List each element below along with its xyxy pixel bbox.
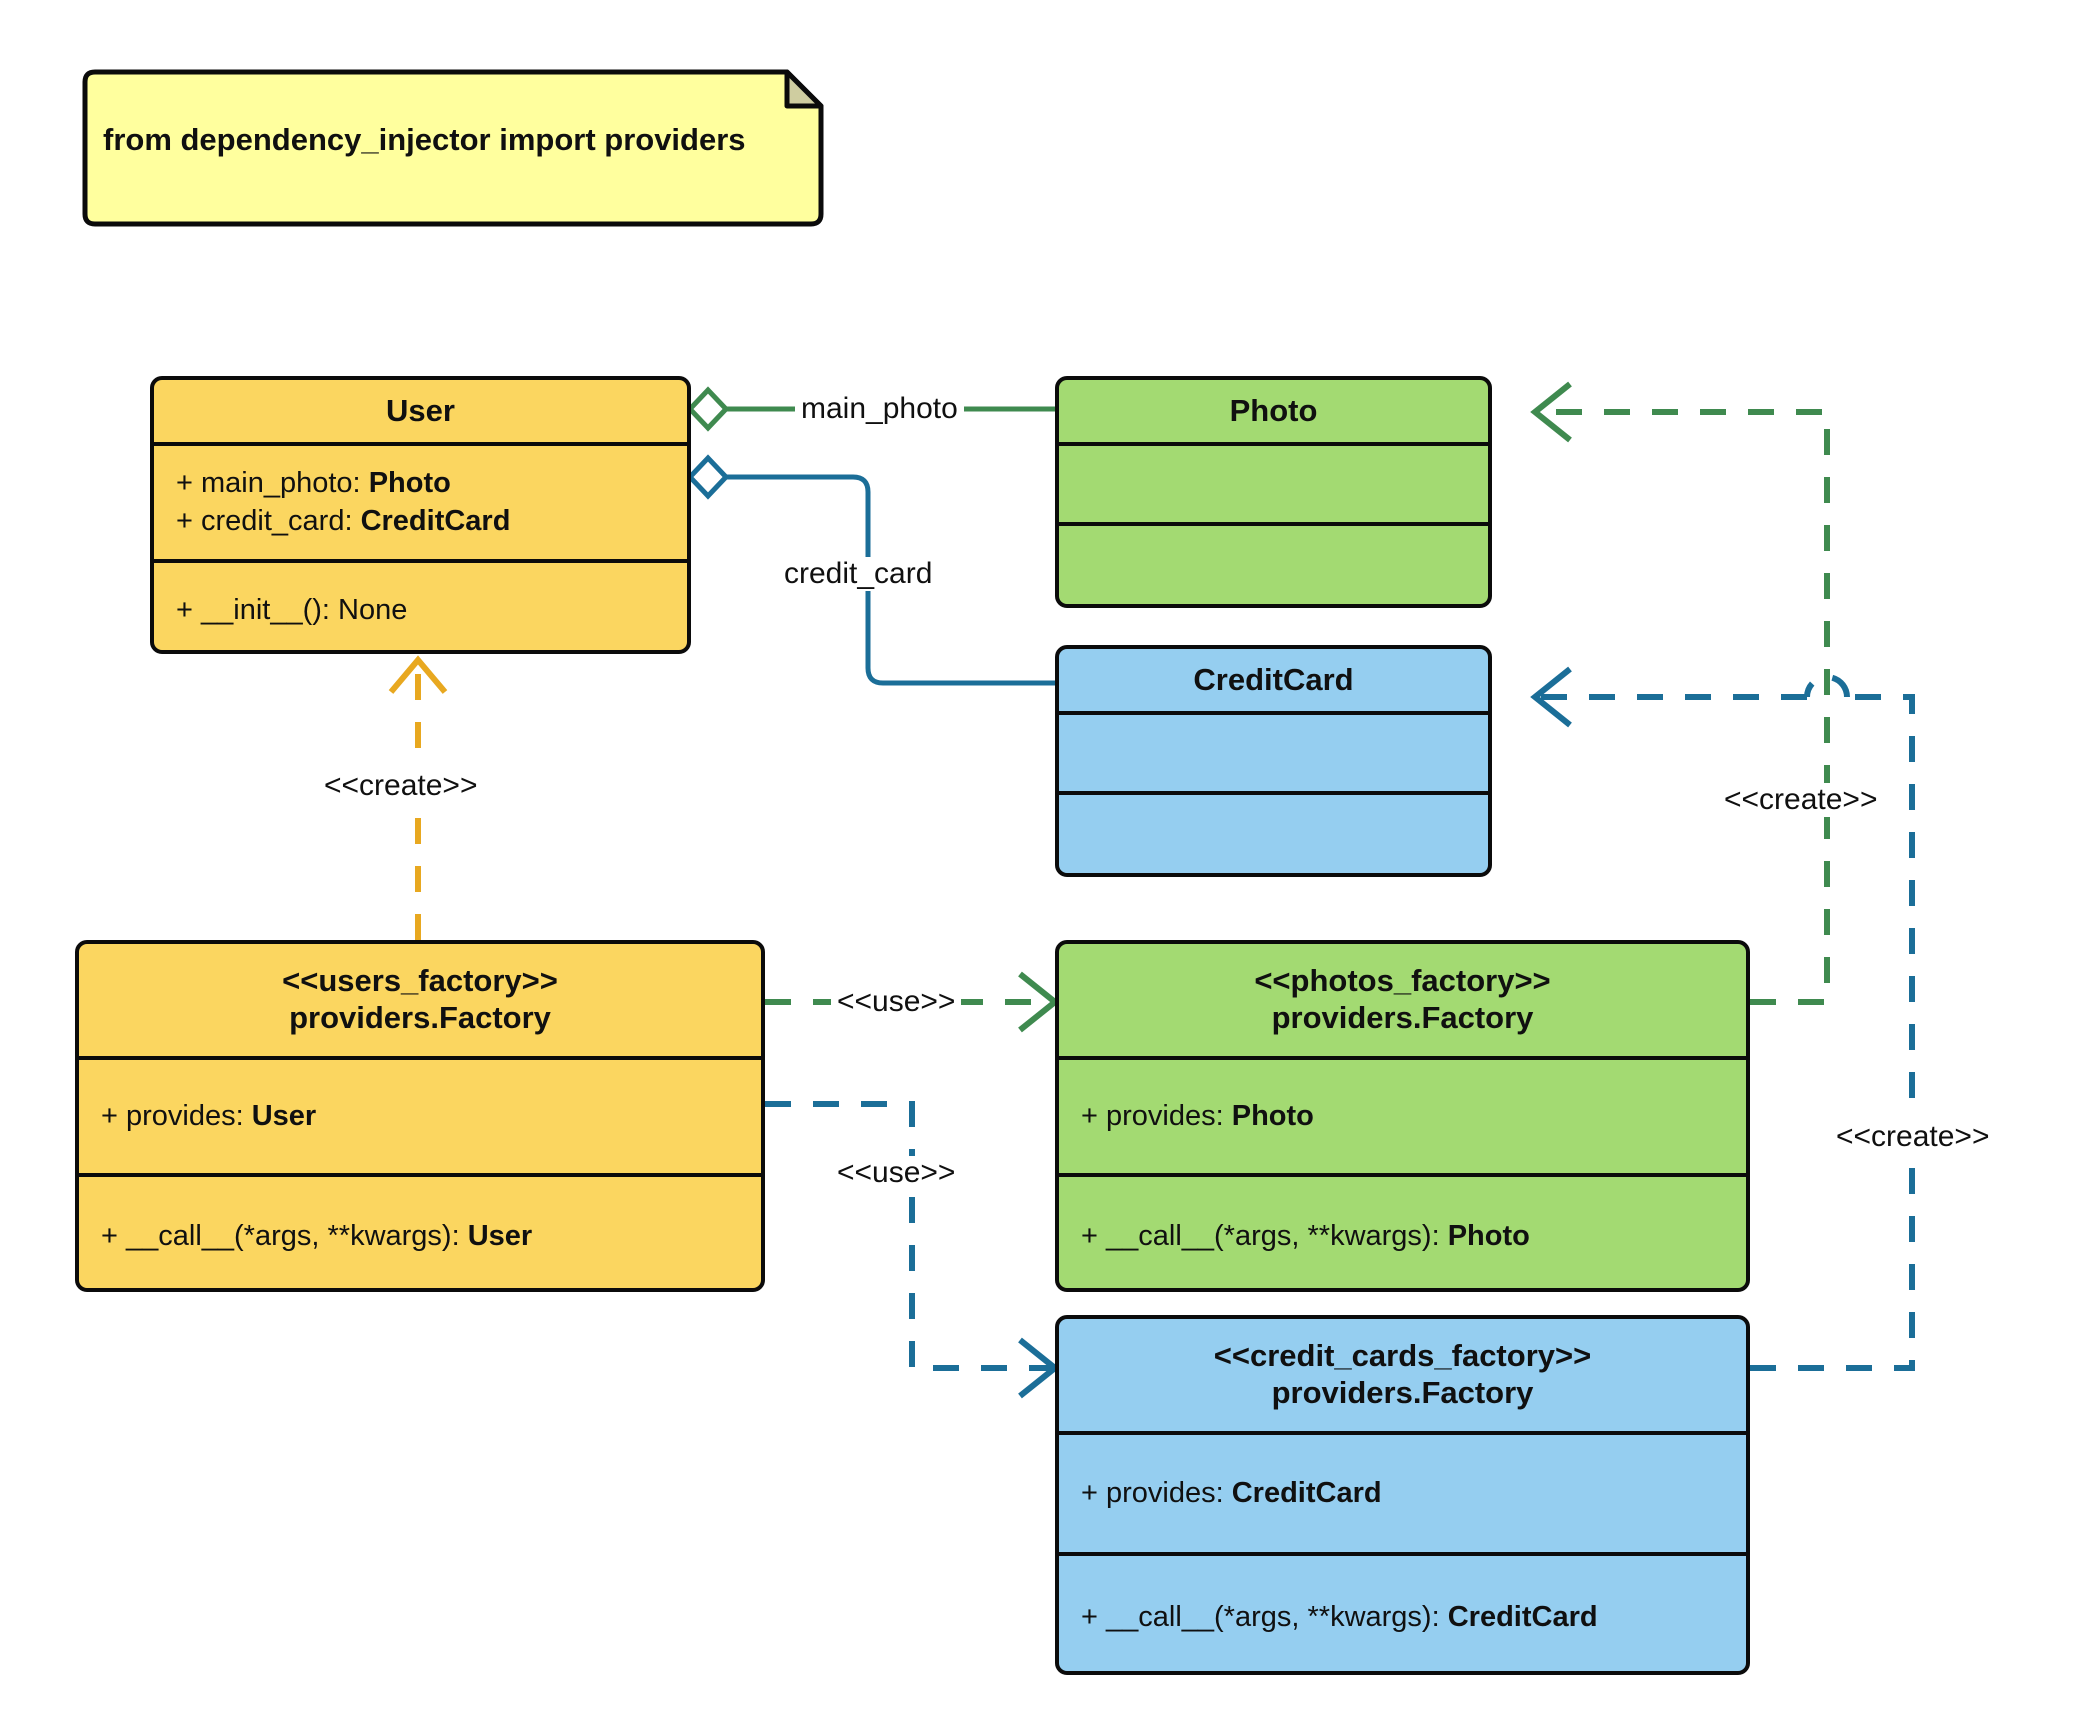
attribute-row: + provides: User <box>101 1098 761 1136</box>
divider <box>1059 1056 1746 1060</box>
edge-label-main-photo: main_photo <box>795 392 964 426</box>
divider <box>1059 711 1488 715</box>
operations-photo <box>1059 526 1488 604</box>
visibility: + <box>1081 1219 1098 1252</box>
attributes-users-factory: + provides: User <box>79 1060 761 1173</box>
member-type: Photo <box>1231 1099 1314 1132</box>
edge-photosfactory-photo <box>1530 381 1830 1005</box>
class-name-photo: Photo <box>1229 392 1318 428</box>
visibility: + <box>1081 1600 1098 1633</box>
class-name-photos-factory: providers.Factory <box>1271 1000 1534 1035</box>
class-box-user[interactable]: User + main_photo: Photo + credit_card: … <box>150 376 691 654</box>
edge-label-create-photo: <<create>> <box>1718 783 1884 817</box>
member-type: Photo <box>1447 1219 1530 1252</box>
member-name: provides: <box>1106 1476 1224 1509</box>
divider <box>154 559 687 563</box>
operations-user: + __init__(): None <box>154 563 687 650</box>
class-box-photos-factory[interactable]: <<photos_factory>> providers.Factory + p… <box>1055 940 1750 1292</box>
class-header-users-factory: <<users_factory>> providers.Factory <box>79 944 761 1056</box>
class-stereotype-credit-cards-factory: <<credit_cards_factory>> <box>1213 1338 1592 1374</box>
visibility: + <box>1081 1099 1098 1132</box>
visibility: + <box>176 593 193 626</box>
member-name: credit_card: <box>201 504 353 537</box>
class-box-photo[interactable]: Photo <box>1055 376 1492 608</box>
divider <box>1059 1431 1746 1435</box>
operations-photos-factory: + __call__(*args, **kwargs): Photo <box>1059 1177 1746 1288</box>
attributes-photos-factory: + provides: Photo <box>1059 1060 1746 1173</box>
member-type: User <box>251 1099 317 1132</box>
edge-label-create-user: <<create>> <box>318 769 484 803</box>
class-stereotype-users-factory: <<users_factory>> <box>282 963 558 999</box>
member-name: provides: <box>1106 1099 1224 1132</box>
operation-row: + __call__(*args, **kwargs): User <box>101 1218 761 1256</box>
divider <box>1059 522 1488 526</box>
divider <box>79 1173 761 1177</box>
operations-creditcard <box>1059 795 1488 873</box>
class-name-user: User <box>386 392 455 428</box>
member-type: CreditCard <box>1231 1476 1382 1509</box>
visibility: + <box>101 1219 118 1252</box>
class-header-photo: Photo <box>1059 380 1488 442</box>
attributes-photo <box>1059 446 1488 522</box>
member-name: __call__(*args, **kwargs): <box>1106 1219 1440 1252</box>
note-shape <box>82 69 824 227</box>
attribute-row: + provides: Photo <box>1081 1098 1746 1136</box>
divider <box>1059 442 1488 446</box>
attribute-row: + main_photo: Photo <box>176 465 687 503</box>
divider <box>154 442 687 446</box>
member-name: __init__(): None <box>201 593 408 626</box>
attribute-row: + credit_card: CreditCard <box>176 503 687 541</box>
visibility: + <box>176 466 193 499</box>
member-name: provides: <box>126 1099 244 1132</box>
member-name: __call__(*args, **kwargs): <box>1106 1600 1440 1633</box>
attribute-row: + provides: CreditCard <box>1081 1475 1746 1513</box>
member-type: User <box>467 1219 533 1252</box>
edge-label-credit-card: credit_card <box>778 557 939 591</box>
class-box-users-factory[interactable]: <<users_factory>> providers.Factory + pr… <box>75 940 765 1292</box>
divider <box>79 1056 761 1060</box>
visibility: + <box>101 1099 118 1132</box>
note-text: from dependency_injector import provider… <box>103 122 746 157</box>
edge-label-use-creditcards: <<use>> <box>831 1156 962 1190</box>
visibility: + <box>176 504 193 537</box>
class-header-user: User <box>154 380 687 442</box>
class-name-creditcard: CreditCard <box>1193 661 1354 697</box>
class-header-photos-factory: <<photos_factory>> providers.Factory <box>1059 944 1746 1056</box>
operation-row: + __init__(): None <box>176 592 687 630</box>
operation-row: + __call__(*args, **kwargs): CreditCard <box>1081 1599 1746 1637</box>
edge-label-create-creditcard: <<create>> <box>1830 1120 1996 1154</box>
attributes-creditcard <box>1059 715 1488 791</box>
class-name-credit-cards-factory: providers.Factory <box>1271 1375 1534 1410</box>
member-type: CreditCard <box>360 504 511 537</box>
class-box-credit-cards-factory[interactable]: <<credit_cards_factory>> providers.Facto… <box>1055 1315 1750 1675</box>
note-providers-import: from dependency_injector import provider… <box>75 68 825 228</box>
operations-users-factory: + __call__(*args, **kwargs): User <box>79 1177 761 1288</box>
operations-credit-cards-factory: + __call__(*args, **kwargs): CreditCard <box>1059 1556 1746 1671</box>
member-type: CreditCard <box>1447 1600 1598 1633</box>
divider <box>1059 1173 1746 1177</box>
class-stereotype-photos-factory: <<photos_factory>> <box>1254 963 1551 999</box>
visibility: + <box>1081 1476 1098 1509</box>
class-box-creditcard[interactable]: CreditCard <box>1055 645 1492 877</box>
class-name-users-factory: providers.Factory <box>289 1000 551 1035</box>
attributes-credit-cards-factory: + provides: CreditCard <box>1059 1435 1746 1552</box>
member-name: __call__(*args, **kwargs): <box>126 1219 460 1252</box>
member-type: Photo <box>368 466 451 499</box>
edge-label-use-photos: <<use>> <box>831 985 962 1019</box>
edge-usersfactory-creditcardsfactory <box>765 1101 1060 1399</box>
divider <box>1059 1552 1746 1556</box>
class-header-credit-cards-factory: <<credit_cards_factory>> providers.Facto… <box>1059 1319 1746 1431</box>
attributes-user: + main_photo: Photo + credit_card: Credi… <box>154 446 687 559</box>
class-header-creditcard: CreditCard <box>1059 649 1488 711</box>
member-name: main_photo: <box>201 466 361 499</box>
divider <box>1059 791 1488 795</box>
operation-row: + __call__(*args, **kwargs): Photo <box>1081 1218 1746 1256</box>
